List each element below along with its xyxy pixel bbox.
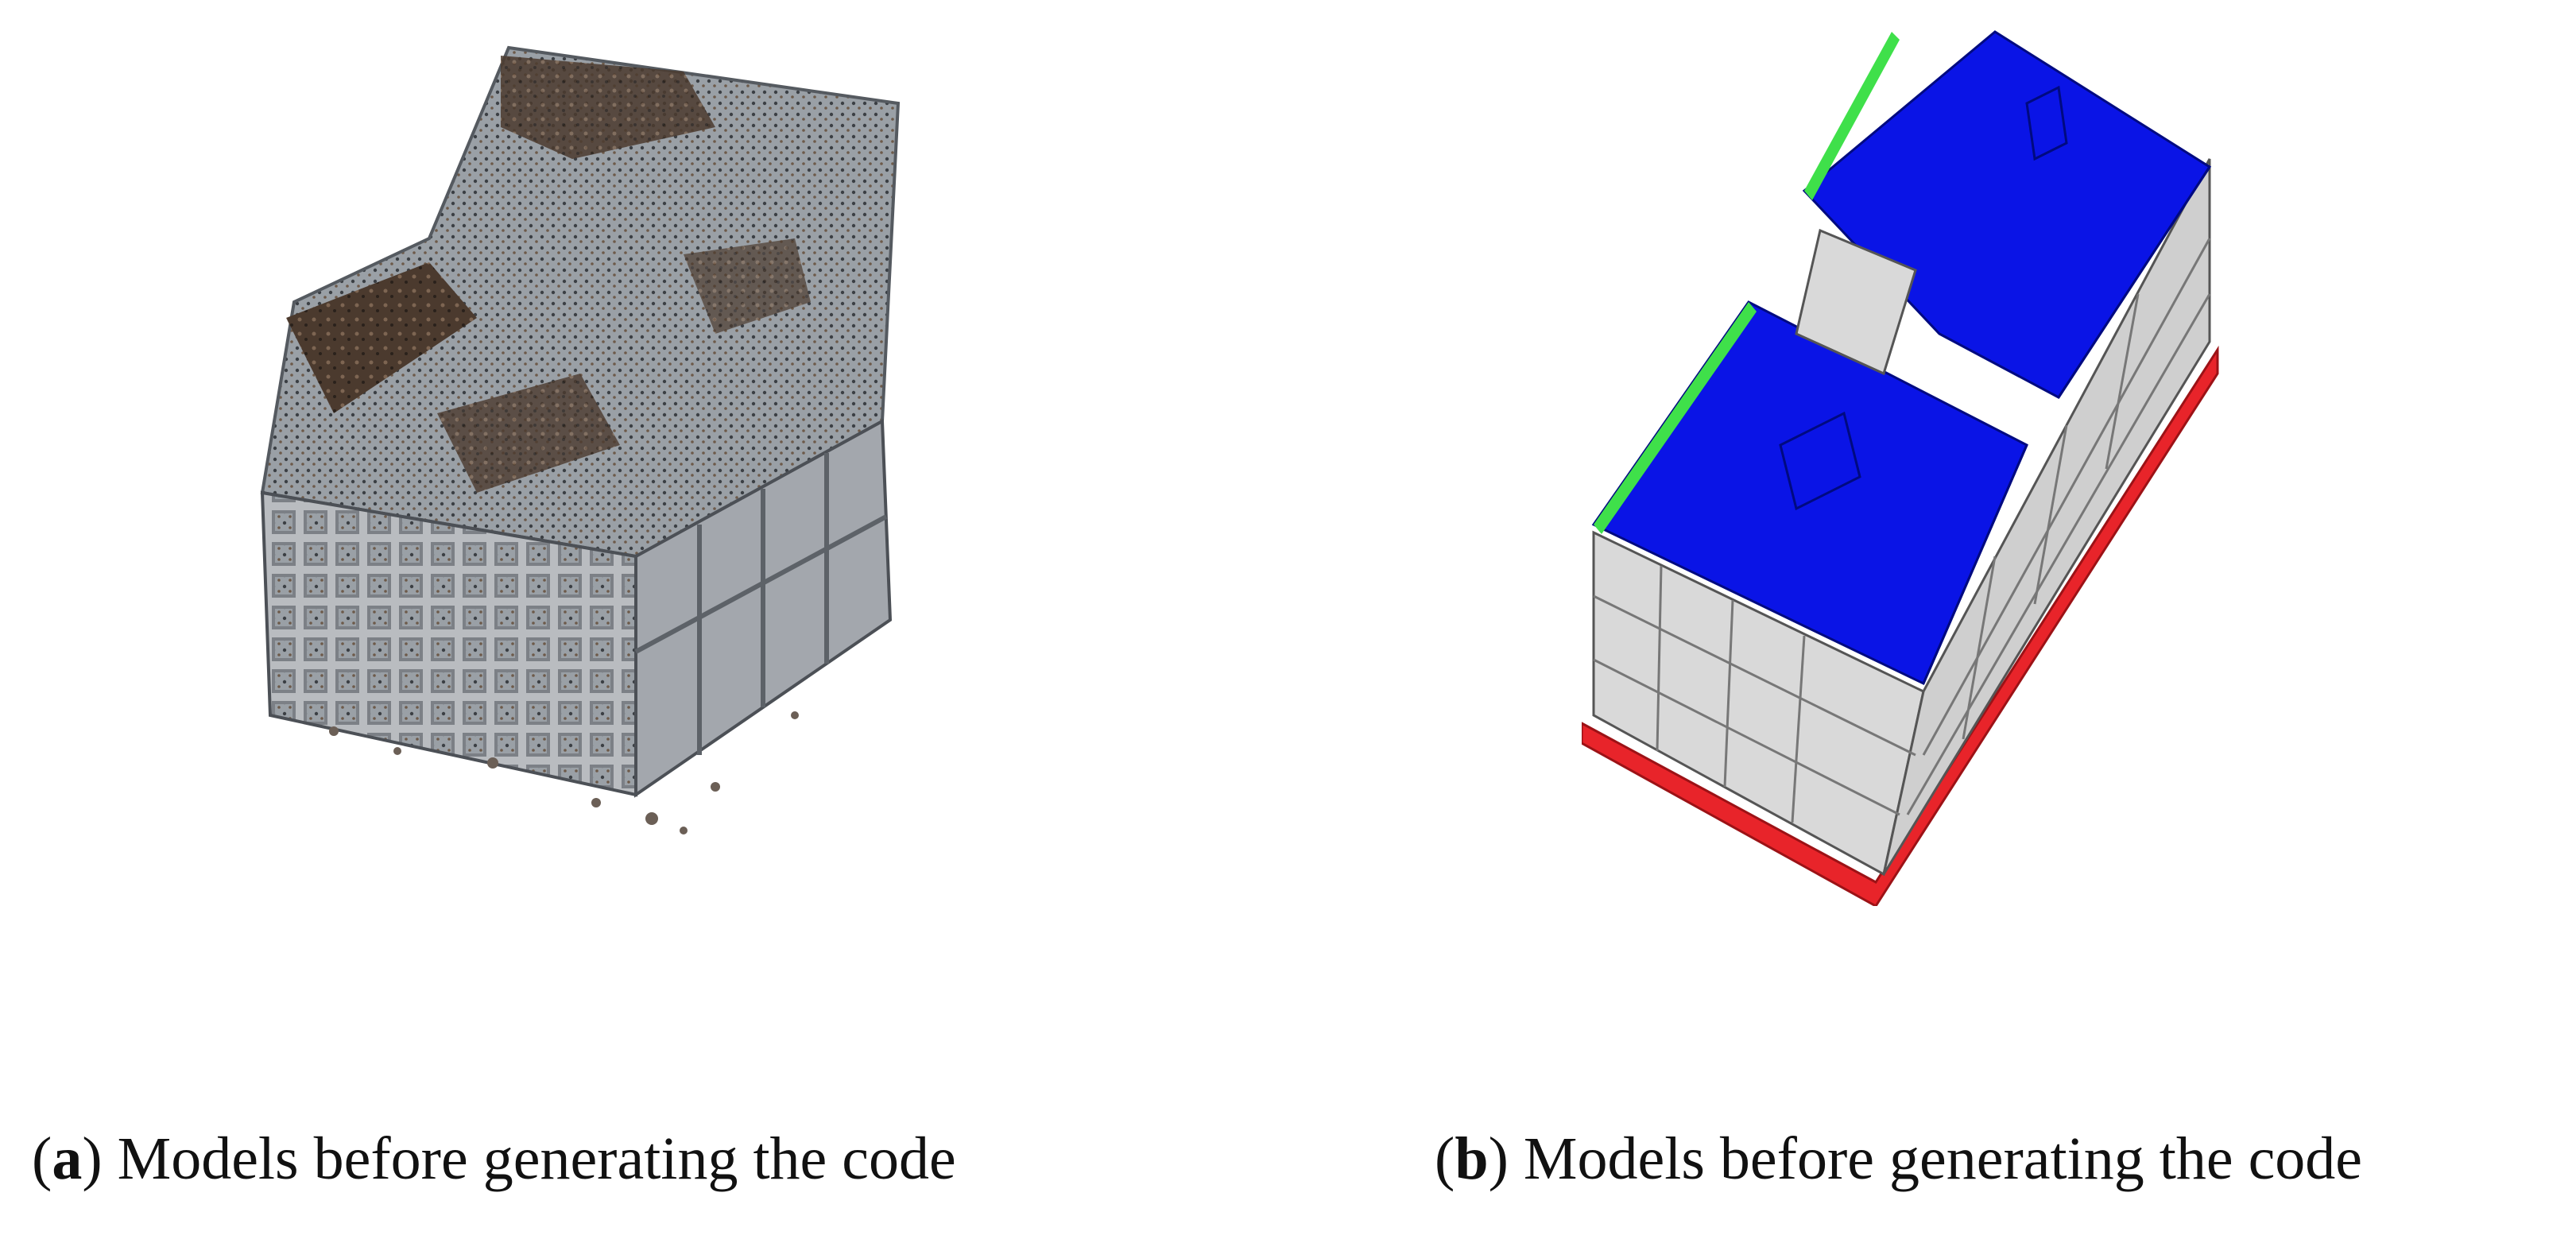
caption-a: (a) Models before generating the code [32, 1125, 956, 1192]
caption-a-letter: a [52, 1125, 83, 1192]
point-cloud-model-drawing [260, 45, 901, 834]
bim-model-image [1582, 0, 2265, 906]
caption-b-text: Models before generating the code [1523, 1125, 2363, 1192]
point-cloud-model-image [238, 0, 970, 858]
caption-a-text: Models before generating the code [117, 1125, 956, 1192]
caption-b-letter: b [1455, 1125, 1489, 1192]
caption-b: (b) Models before generating the code [1435, 1125, 2363, 1192]
bim-model-drawing [1582, 30, 2219, 906]
